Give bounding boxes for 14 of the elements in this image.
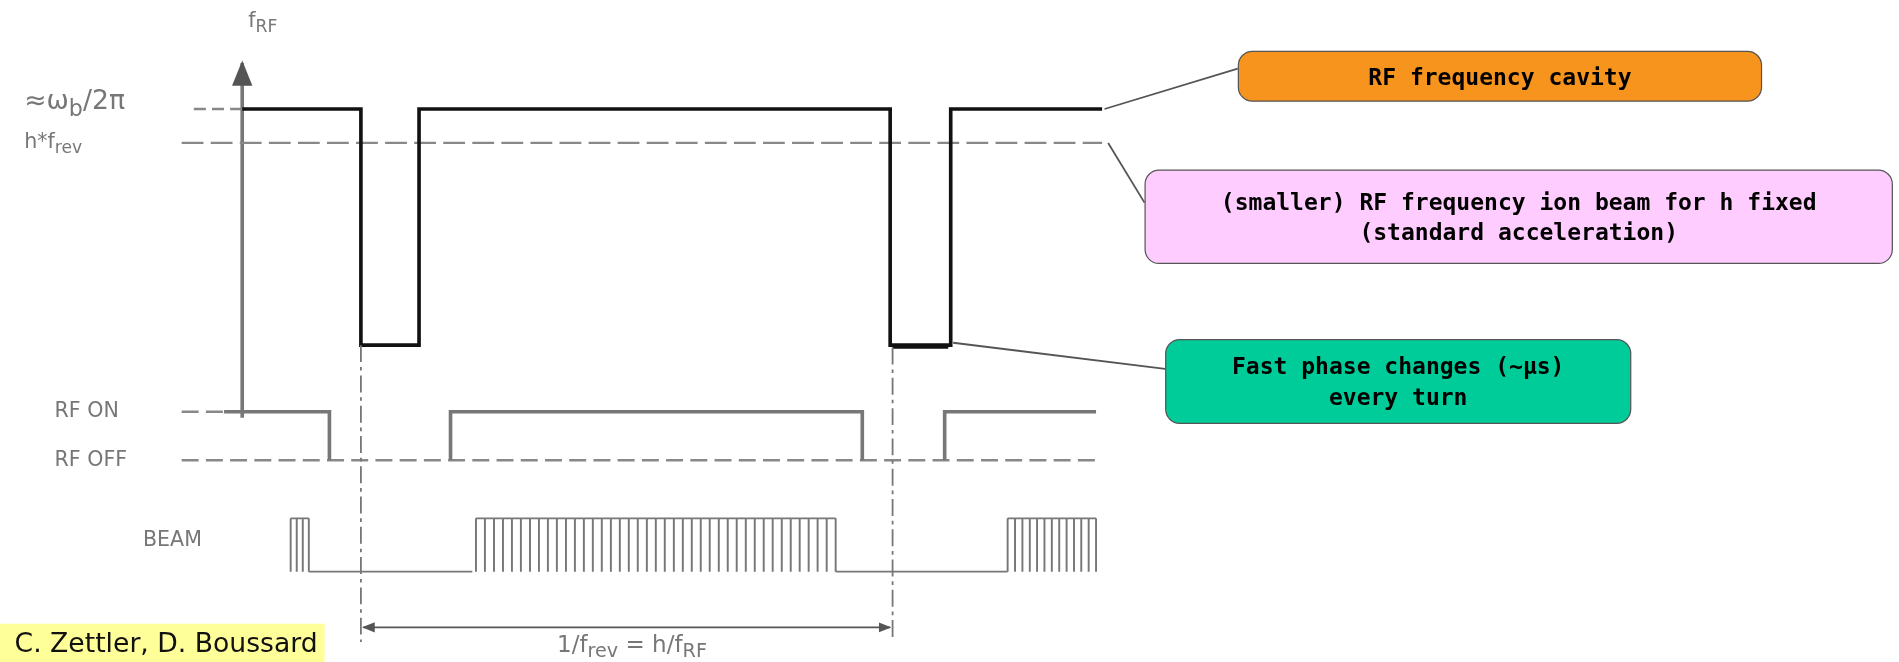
- credit-text: C. Zettler, D. Boussard: [0, 623, 325, 662]
- callout-box: [1165, 339, 1632, 424]
- level-label: h*f$_{rev}$: [24, 130, 83, 156]
- callout-box: [1237, 50, 1763, 102]
- axis-label: f$_{RF}$: [248, 9, 278, 35]
- signal-label: RF ON: [54, 399, 119, 421]
- callout-text: RF frequency cavity: [1368, 61, 1632, 92]
- dimension-label: 1/f$_{rev}$ = h/f$_{RF}$: [557, 632, 707, 661]
- callout-text: (smaller) RF frequency ion beam for h fixed (standard acceleration): [1219, 187, 1818, 247]
- signal-label: RF OFF: [54, 449, 128, 470]
- level-label: ≈ω$_{b}$/2π: [24, 87, 125, 120]
- callout-text: Fast phase changes (~μs) every turn: [1230, 351, 1566, 412]
- callout-box: [1144, 169, 1893, 264]
- signal-label: BEAM: [142, 529, 202, 550]
